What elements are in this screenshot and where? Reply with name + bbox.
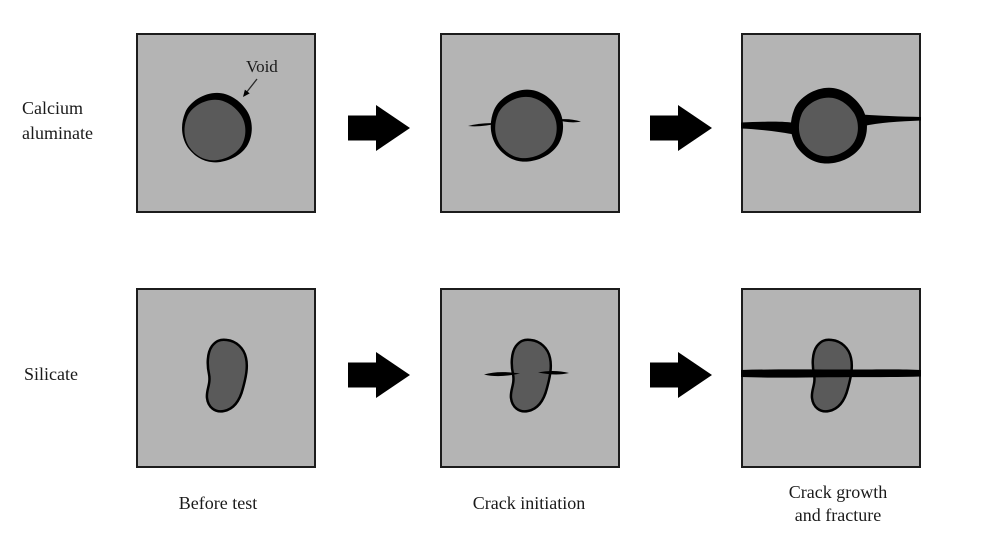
crack-branch-left: [741, 121, 797, 135]
inclusion-blob: [798, 97, 858, 157]
inclusion-blob: [509, 338, 553, 413]
crack-spike-left: [484, 372, 520, 377]
right-arrow-icon: [348, 352, 410, 398]
inclusion-blob: [205, 338, 249, 413]
inclusion-with-void: [790, 87, 867, 164]
panel-calcium-aluminate-before-test: [136, 33, 316, 213]
column-label-crack-initiation: Crack initiation: [472, 493, 586, 513]
column-label-before-test: Before test: [178, 493, 258, 513]
row-label-silicate: Silicate: [24, 364, 78, 384]
column-label-crack-growth-and-fracture: Crack growth and fracture: [788, 482, 888, 525]
row-label-calcium-aluminate: Calcium aluminate: [22, 98, 93, 143]
void-annotation-label: Void: [246, 57, 278, 76]
right-arrow-icon: [650, 105, 712, 151]
void-pointer-line: [245, 78, 258, 94]
crack-spike-left: [468, 123, 498, 127]
inclusion-with-void: [182, 92, 252, 163]
through-crack-band: [741, 369, 921, 378]
inclusion-blob: [495, 96, 557, 159]
crack-spike-right: [538, 371, 569, 375]
inclusion-with-void: [490, 89, 564, 162]
void-pointer-arrowhead-icon: [243, 89, 250, 97]
panel-calcium-aluminate-crack-initiation: [440, 33, 620, 213]
right-arrow-icon: [650, 352, 712, 398]
inclusion-blob: [184, 99, 246, 161]
panel-calcium-aluminate-crack-growth: [741, 33, 921, 213]
panel-silicate-crack-growth: [741, 288, 921, 468]
panel-silicate-crack-initiation: [440, 288, 620, 468]
crack-branch-right: [862, 114, 921, 127]
right-arrow-icon: [348, 105, 410, 151]
panel-silicate-before-test: [136, 288, 316, 468]
